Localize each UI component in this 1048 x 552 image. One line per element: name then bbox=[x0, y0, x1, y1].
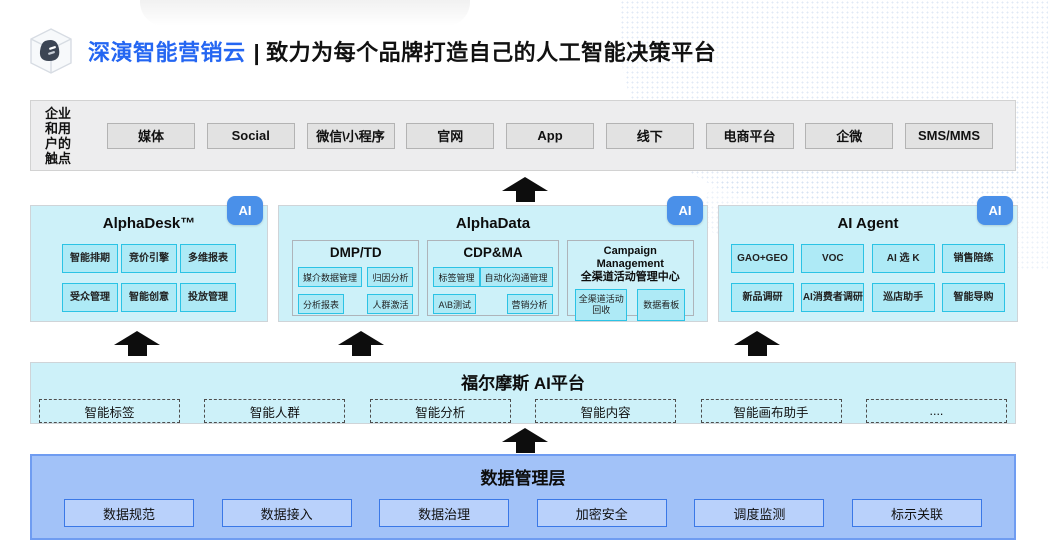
module-chip: 竞价引擎 bbox=[121, 244, 177, 273]
data-layer-title: 数据管理层 bbox=[480, 469, 566, 488]
page-title: 深演智能营销云 |致力为每个品牌打造自己的人工智能决策平台 bbox=[88, 35, 716, 67]
platform-chip: 智能画布助手 bbox=[700, 399, 842, 423]
campaign-management-module: Campaign Management 全渠道活动管理中心 全渠道活动 回收 数… bbox=[566, 240, 694, 321]
data-chip: 加密安全 bbox=[536, 499, 667, 527]
alphadesk-panel: AI AlphaDesk™ 智能排期 竞价引擎 多维报表 受众管理 智能创意 投… bbox=[30, 196, 268, 322]
up-arrow-icon bbox=[502, 177, 548, 202]
module-chip: 巡店助手 bbox=[871, 283, 935, 312]
data-chip: 标示关联 bbox=[851, 499, 982, 527]
platform-chip: 智能人群 bbox=[204, 399, 346, 423]
ai-badge: AI bbox=[977, 196, 1013, 225]
up-arrow-icon bbox=[338, 331, 384, 356]
brand-name: 深演智能营销云 bbox=[88, 40, 246, 65]
module-chip: AI 选 K bbox=[871, 244, 935, 273]
touchpoint-chip: 媒体 bbox=[107, 122, 195, 149]
ai-agent-panel: AI AI Agent GAO+GEO VOC AI 选 K 销售陪练 新品调研… bbox=[718, 196, 1018, 322]
module-title: DMP/TD bbox=[329, 245, 382, 260]
dmp-td-module: DMP/TD 媒介数据管理 归因分析 分析报表 人群激活 bbox=[292, 240, 420, 316]
data-chip: 调度监测 bbox=[694, 499, 825, 527]
background-smudge bbox=[140, 0, 470, 26]
touchpoint-chip: 微信\小程序 bbox=[306, 122, 395, 149]
module-title: Campaign Management 全渠道活动管理中心 bbox=[580, 245, 680, 283]
touchpoint-chip: SMS/MMS bbox=[905, 122, 993, 149]
module-title: CDP&MA bbox=[463, 245, 523, 260]
module-chip: 全渠道活动 回收 bbox=[575, 289, 628, 321]
ai-badge: AI bbox=[227, 196, 263, 225]
touchpoint-chip: 企微 bbox=[805, 122, 894, 149]
module-chip: 销售陪练 bbox=[941, 244, 1005, 273]
cdp-ma-module: CDP&MA 标签管理 自动化沟通管理 A\B测试 营销分析 bbox=[427, 240, 559, 316]
alphadesk-modules: 智能排期 竞价引擎 多维报表 受众管理 智能创意 投放管理 bbox=[62, 244, 236, 312]
touchpoint-chip: Social bbox=[206, 122, 295, 149]
data-layer-panel: 数据管理层 数据规范 数据接入 数据治理 加密安全 调度监测 标示关联 bbox=[30, 454, 1016, 540]
module-chip: 归因分析 bbox=[367, 267, 414, 287]
up-arrow-icon bbox=[114, 331, 160, 356]
platform-chip: .... bbox=[865, 399, 1007, 423]
data-chip: 数据治理 bbox=[379, 499, 510, 527]
title-separator: | bbox=[253, 40, 261, 65]
module-chip: 智能排期 bbox=[62, 244, 118, 273]
touchpoints-list: 媒体 Social 微信\小程序 官网 App 线下 电商平台 企微 SMS/M… bbox=[107, 122, 993, 149]
touchpoint-chip: 线下 bbox=[605, 122, 694, 149]
module-chip: A\B测试 bbox=[433, 294, 476, 314]
module-chip: 新品调研 bbox=[731, 283, 794, 312]
touchpoint-chip: 官网 bbox=[406, 122, 495, 149]
alphadata-panel: AI AlphaData DMP/TD 媒介数据管理 归因分析 分析报表 人群激… bbox=[278, 196, 708, 322]
module-chip: 受众管理 bbox=[62, 283, 118, 312]
platform-chip: 智能内容 bbox=[535, 399, 677, 423]
module-chip: VOC bbox=[801, 244, 865, 273]
module-chip: 数据看板 bbox=[637, 289, 686, 321]
alphadesk-title: AlphaDesk™ bbox=[102, 215, 196, 232]
ai-agent-modules: GAO+GEO VOC AI 选 K 销售陪练 新品调研 AI消费者调研 巡店助… bbox=[731, 244, 1005, 312]
touchpoints-label: 企业 和用 户的 触点 bbox=[45, 105, 72, 166]
module-chip: AI消费者调研 bbox=[801, 283, 865, 312]
module-chip: 人群激活 bbox=[367, 294, 414, 314]
ai-agent-title: AI Agent bbox=[837, 215, 899, 232]
header: 深演智能营销云 |致力为每个品牌打造自己的人工智能决策平台 bbox=[26, 26, 716, 76]
data-chip: 数据规范 bbox=[64, 499, 194, 527]
ai-badge: AI bbox=[667, 196, 703, 225]
module-chip: 营销分析 bbox=[506, 294, 553, 314]
tagline: 致力为每个品牌打造自己的人工智能决策平台 bbox=[266, 40, 717, 65]
module-chip: GAO+GEO bbox=[731, 244, 794, 273]
data-chip: 数据接入 bbox=[221, 499, 352, 527]
ai-platform-title: 福尔摩斯 AI平台 bbox=[461, 374, 585, 393]
ai-platform-modules: 智能标签 智能人群 智能分析 智能内容 智能画布助手 .... bbox=[39, 399, 1007, 423]
platform-chip: 智能分析 bbox=[369, 399, 511, 423]
module-chip: 媒介数据管理 bbox=[298, 267, 363, 287]
touchpoint-chip: 电商平台 bbox=[705, 122, 794, 149]
module-chip: 自动化沟通管理 bbox=[479, 267, 553, 287]
module-chip: 智能导购 bbox=[941, 283, 1005, 312]
touchpoint-chip: App bbox=[506, 122, 594, 149]
touchpoints-panel: 企业 和用 户的 触点 媒体 Social 微信\小程序 官网 App 线下 电… bbox=[30, 100, 1016, 171]
up-arrow-icon bbox=[734, 331, 780, 356]
module-chip: 智能创意 bbox=[121, 283, 177, 312]
platform-chip: 智能标签 bbox=[39, 399, 180, 423]
module-chip: 投放管理 bbox=[180, 283, 236, 312]
module-chip: 标签管理 bbox=[433, 267, 480, 287]
up-arrow-icon bbox=[502, 428, 548, 453]
brand-logo-icon bbox=[30, 28, 72, 74]
alphadata-title: AlphaData bbox=[455, 215, 531, 232]
module-chip: 分析报表 bbox=[298, 294, 345, 314]
data-layer-modules: 数据规范 数据接入 数据治理 加密安全 调度监测 标示关联 bbox=[64, 499, 982, 527]
alphadata-modules: DMP/TD 媒介数据管理 归因分析 分析报表 人群激活 CDP&MA 标签管理… bbox=[292, 240, 694, 321]
module-chip: 多维报表 bbox=[180, 244, 236, 273]
ai-platform-panel: 福尔摩斯 AI平台 智能标签 智能人群 智能分析 智能内容 智能画布助手 ...… bbox=[30, 362, 1016, 424]
